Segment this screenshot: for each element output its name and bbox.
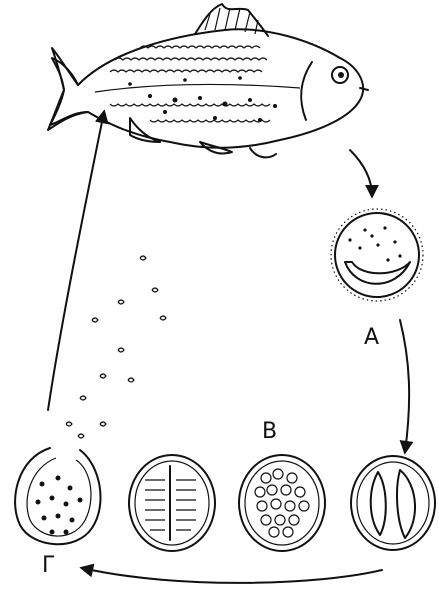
arrow-fish-to-a	[350, 150, 372, 196]
stage-b-cell-many-nuclei	[239, 455, 325, 551]
stage-b-cell-spores	[129, 455, 215, 551]
stage-g-label: Г	[42, 553, 55, 578]
stage-g-bursting-cyst	[15, 448, 100, 544]
released-spores	[66, 256, 166, 438]
stage-b-cell-two-halves	[351, 456, 435, 550]
arrow-b-to-g	[82, 568, 382, 583]
stage-b-dividing-cells	[15, 448, 435, 551]
stage-b-label: В	[262, 419, 277, 444]
arrow-g-to-fish	[48, 112, 104, 410]
stage-a-cyst	[331, 209, 423, 301]
arrow-a-to-b	[400, 320, 409, 452]
stage-a-label: А	[364, 325, 379, 350]
fish-illustration	[48, 4, 368, 157]
